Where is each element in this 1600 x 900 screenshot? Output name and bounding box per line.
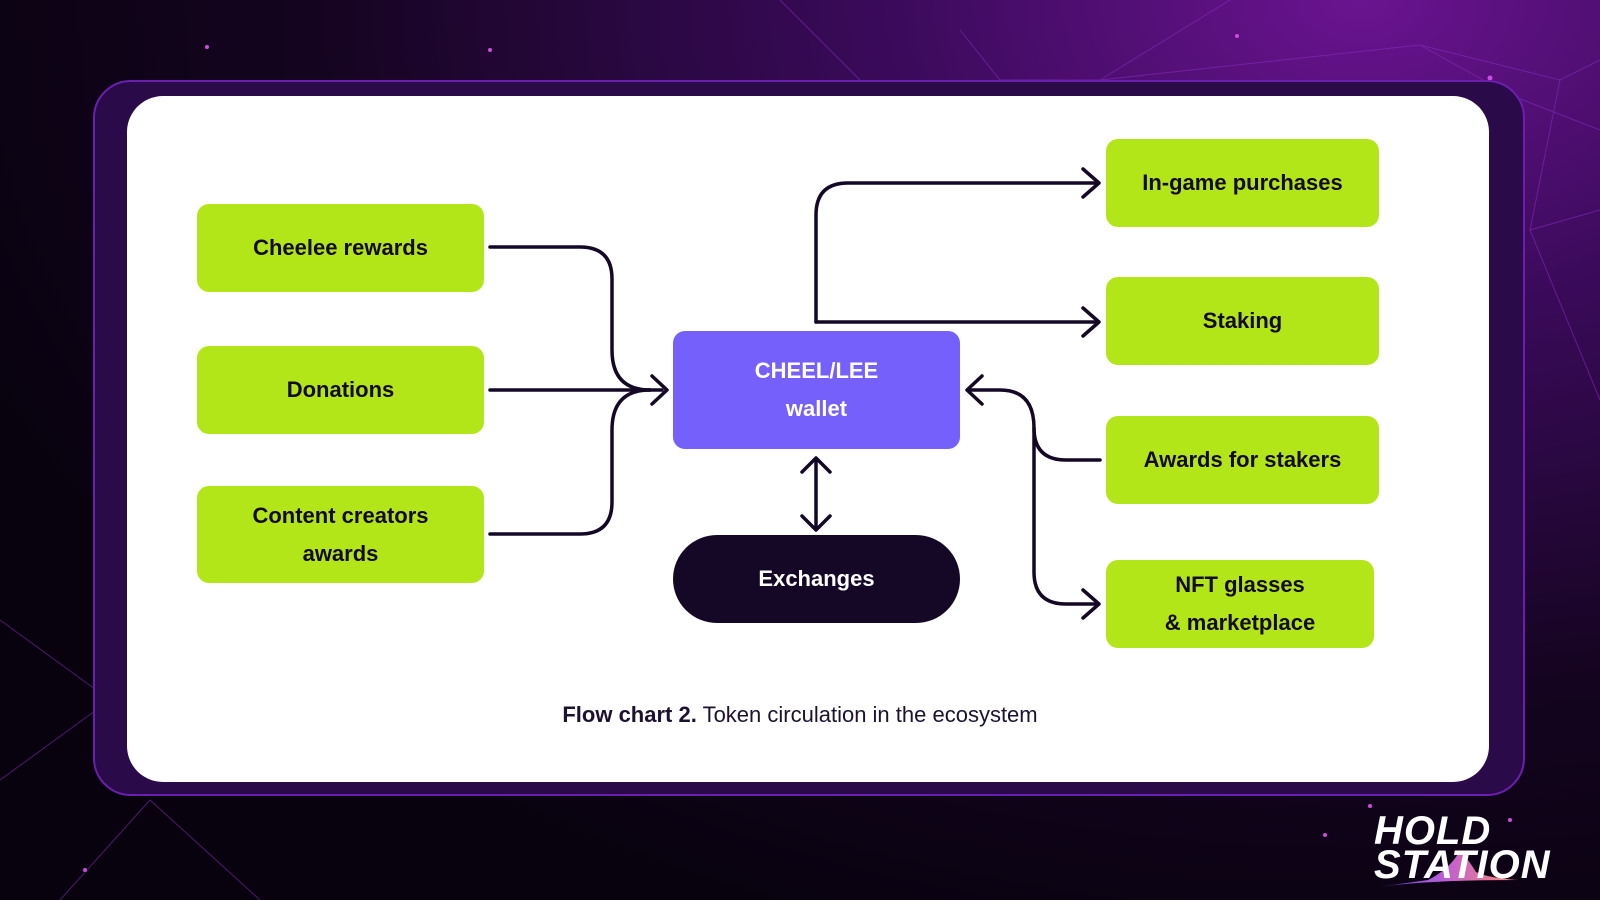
- arrowhead-in-game: [1081, 167, 1101, 199]
- edge-cheelee-rewards: [488, 245, 652, 392]
- edge-in-game: [814, 181, 1099, 324]
- arrowhead-down: [800, 514, 832, 532]
- logo-swoosh-icon: [1378, 853, 1518, 887]
- node-exchanges: Exchanges: [673, 535, 960, 623]
- arrowhead-wallet-right: [965, 374, 984, 406]
- node-awards-for-stakers: Awards for stakers: [1106, 416, 1379, 504]
- node-cheelee-rewards: Cheelee rewards: [197, 204, 484, 292]
- figure-caption: Flow chart 2. Token circulation in the e…: [0, 702, 1600, 728]
- node-staking: Staking: [1106, 277, 1379, 365]
- edge-content-creators: [488, 388, 652, 536]
- node-in-game-purchases: In-game purchases: [1106, 139, 1379, 227]
- arrowhead-nft: [1081, 588, 1101, 620]
- arrowhead-wallet-left: [650, 374, 669, 406]
- node-wallet: CHEEL/LEE wallet: [673, 331, 960, 449]
- caption-text: Token circulation in the ecosystem: [702, 702, 1038, 727]
- holdstation-logo: HOLD STATION: [1368, 811, 1568, 892]
- node-donations: Donations: [197, 346, 484, 434]
- edge-nft: [1032, 426, 1099, 606]
- node-content-creators-awards: Content creators awards: [197, 486, 484, 583]
- arrowhead-staking: [1081, 306, 1101, 338]
- arrowhead-up: [800, 456, 832, 474]
- caption-label: Flow chart 2.: [562, 702, 697, 727]
- node-nft-glasses-marketplace: NFT glasses & marketplace: [1106, 560, 1374, 648]
